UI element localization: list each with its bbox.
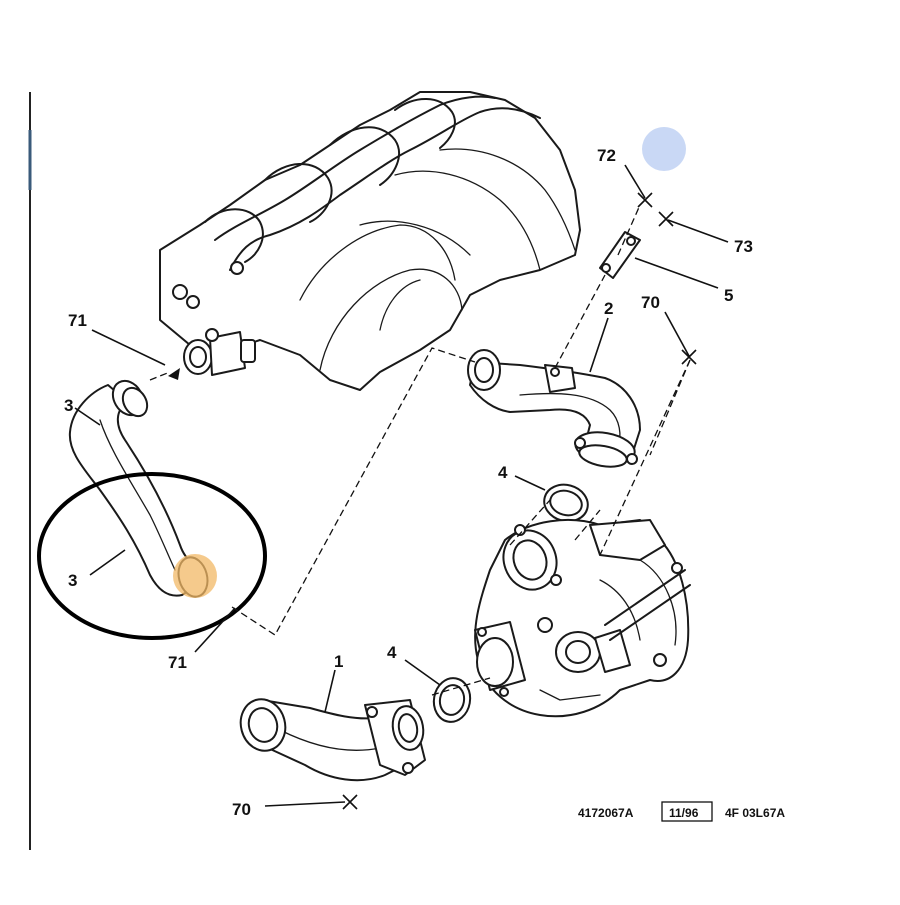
o-ring-part-4-lower [432,677,472,723]
intake-manifold [159,91,581,391]
callout-71-top: 71 [68,311,87,330]
callout-5: 5 [724,286,733,305]
callout-3: 3 [68,571,77,590]
turbocharger [474,519,691,718]
callout-71-bottom: 71 [168,653,187,672]
bracket-part-5 [599,231,641,279]
assembly-lines [149,204,691,696]
footer-code: 4F 03L67A [725,806,785,820]
callout-4-bottom: 4 [387,643,397,662]
footer-reference: 4172067A 11/96 4F 03L67A [578,801,785,822]
callout-2: 2 [604,299,613,318]
elbow-pipe-part-2 [467,349,641,468]
callout-4-top: 4 [498,463,508,482]
footer-ref: 4172067A [578,806,634,820]
callout-72: 72 [597,146,616,165]
highlight-circle [37,472,267,640]
callout-3-upper: 3 [64,396,73,415]
callout-70-top: 70 [641,293,660,312]
fastener-markers [168,192,697,810]
elbow-pipe-part-1 [239,698,426,782]
highlight-marker [173,554,217,598]
blue-dot [642,127,686,171]
callout-numbers: 72 73 5 2 70 71 3 3 4 71 1 4 70 [64,146,753,819]
callout-70-bottom: 70 [232,800,251,819]
leader-lines [74,164,729,807]
arrow-marker [168,368,180,380]
callout-1: 1 [334,652,343,671]
footer-date: 11/96 [669,806,699,820]
footer-date-box [661,801,713,822]
callout-73: 73 [734,237,753,256]
